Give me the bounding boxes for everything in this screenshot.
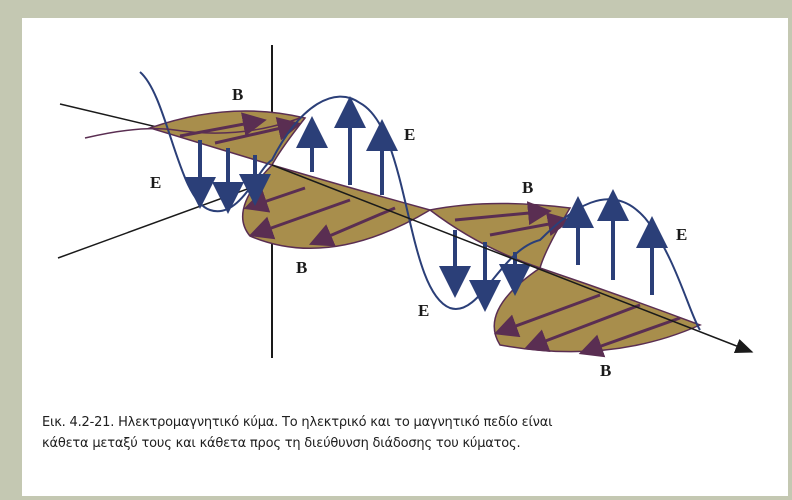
label-e-right: E [676, 225, 687, 244]
b-field-lobe-2 [241, 164, 432, 249]
b-field-lobe-3 [428, 202, 572, 269]
propagation-axis [271, 164, 754, 353]
trailing-curve [84, 117, 301, 139]
oblique-axis-line [57, 179, 273, 259]
e-field-wave-curve [139, 71, 701, 331]
label-b-mid-bottom: B [296, 258, 307, 277]
b-field-lobe-4 [493, 267, 702, 353]
figure-panel [22, 18, 788, 496]
label-b-mid: B [522, 178, 533, 197]
label-e-bottom: E [418, 301, 429, 320]
figure-caption: Εικ. 4.2-21. Ηλεκτρομαγνητικό κύμα. Το η… [42, 412, 782, 454]
e-field-arrows [184, 96, 668, 312]
label-e-top: E [404, 125, 415, 144]
caption-line-2: κάθετα μεταξύ τους και κάθετα προς τη δι… [42, 436, 521, 451]
caption-line-1: Εικ. 4.2-21. Ηλεκτρομαγνητικό κύμα. Το η… [42, 415, 553, 430]
label-b-bottom: B [600, 361, 611, 380]
label-b-top-left: B [232, 85, 243, 104]
label-e-left: E [150, 173, 161, 192]
